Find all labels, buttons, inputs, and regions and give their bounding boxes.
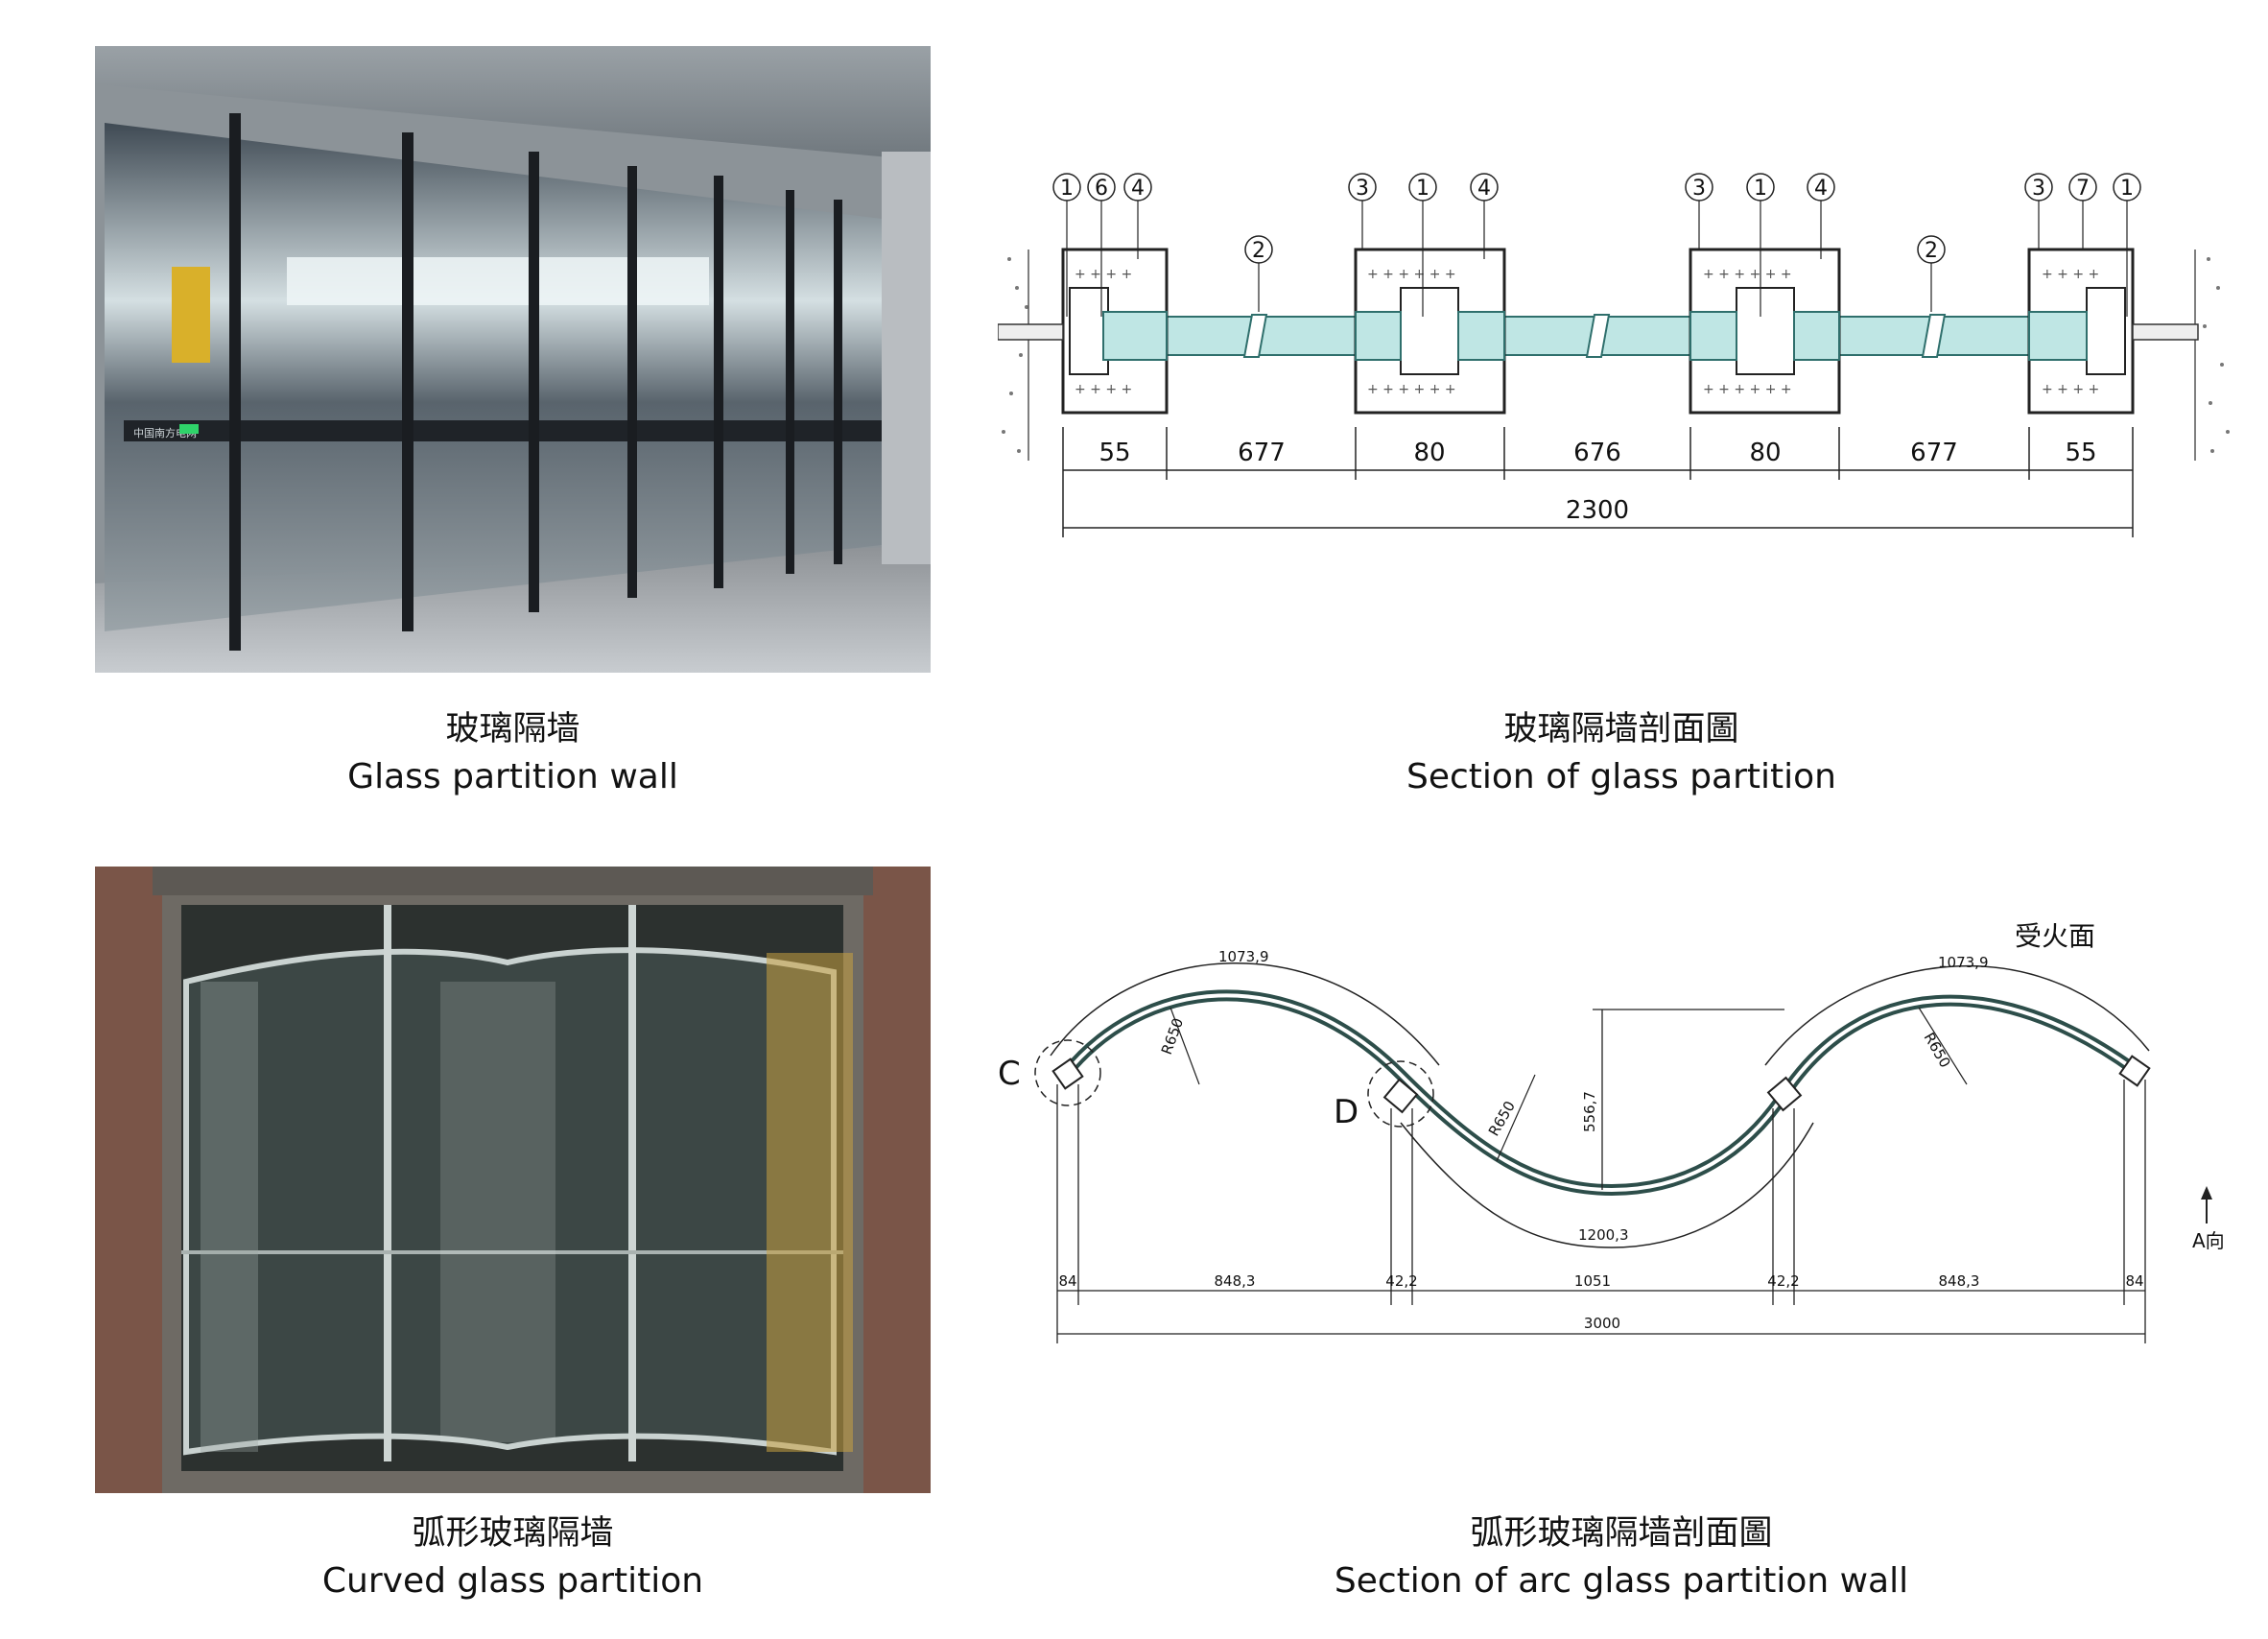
label-d: D: [1334, 1093, 1358, 1131]
svg-text:+ + + +: + + + +: [1075, 382, 1132, 397]
caption-en: Section of glass partition: [1406, 757, 1836, 796]
callout-6: 6: [1095, 177, 1108, 201]
svg-text:+ + + + + +: + + + + + +: [1703, 382, 1792, 397]
dim-overall-2300: 2300: [1566, 496, 1629, 525]
caption-en: Section of arc glass partition wall: [1334, 1561, 1909, 1601]
dim-55-right: 55: [2065, 439, 2096, 467]
callout-4b: 4: [1477, 177, 1491, 201]
callout-3b: 3: [1692, 177, 1706, 201]
caption-zh: 弧形玻璃隔墙剖面圖: [1470, 1514, 1773, 1553]
dim-676: 676: [1573, 439, 1621, 467]
label-c: C: [998, 1055, 1021, 1093]
svg-text:+ + + + + +: + + + + + +: [1367, 382, 1456, 397]
glass-partition-caption: 玻璃隔墙 Glass partition wall: [95, 705, 931, 801]
arc-dim-84-left: 84: [1058, 1272, 1076, 1290]
svg-text:+ + + +: + + + +: [2042, 267, 2099, 282]
glass-section-svg: + + + + + + + + + + + + + + + + + + + + + …: [998, 173, 2230, 537]
callout-4a: 4: [1131, 177, 1145, 201]
curved-glass-photo-graphic: [95, 867, 931, 1493]
height-label: 556,7: [1581, 1091, 1598, 1132]
exit-sign-icon: [172, 267, 210, 363]
svg-text:+ + + +: + + + +: [1075, 267, 1132, 282]
curved-glass-photo: [95, 867, 931, 1493]
svg-text:+ + + + + +: + + + + + +: [1703, 267, 1792, 282]
caption-zh: 玻璃隔墙: [445, 710, 580, 748]
arc-length-bottom: 1200,3: [1578, 1226, 1629, 1244]
arc-length-top-left: 1073,9: [1218, 948, 1269, 965]
callout-2a: 2: [1252, 239, 1265, 263]
callout-4c: 4: [1814, 177, 1828, 201]
green-indicator-icon: [179, 424, 199, 434]
caption-zh: 弧形玻璃隔墙: [412, 1514, 614, 1553]
dim-677-left: 677: [1238, 439, 1286, 467]
callout-3c: 3: [2032, 177, 2045, 201]
detail-circle-d: [1367, 1060, 1434, 1128]
callout-7: 7: [2076, 177, 2090, 201]
arc-section-svg: C D 受火面 A向 1073,9 1073,9 1200,3 R650 R65…: [998, 920, 2225, 1343]
caption-en: Glass partition wall: [347, 757, 678, 796]
fire-side-label: 受火面: [2015, 920, 2095, 952]
detail-circle-c: [1034, 1039, 1101, 1106]
radius-label-1: R650: [1158, 1016, 1187, 1057]
glass-pane: [1160, 316, 2102, 356]
callout-1c: 1: [1754, 177, 1767, 201]
curved-glass-caption: 弧形玻璃隔墙 Curved glass partition: [95, 1509, 931, 1605]
callout-1d: 1: [2120, 177, 2134, 201]
arc-dim-1051: 1051: [1574, 1272, 1611, 1290]
dim-80-left: 80: [1413, 439, 1445, 467]
arc-dim-848-left: 848,3: [1215, 1272, 1256, 1290]
direction-label: A向: [2192, 1229, 2225, 1252]
arc-dim-42-left: 42,2: [1385, 1272, 1417, 1290]
arc-section-caption: 弧形玻璃隔墙剖面圖 Section of arc glass partition…: [1238, 1509, 2005, 1605]
callout-1a: 1: [1060, 177, 1074, 201]
callout-2b: 2: [1925, 239, 1938, 263]
callout-3a: 3: [1356, 177, 1369, 201]
caption-en: Curved glass partition: [321, 1561, 704, 1601]
caption-zh: 玻璃隔墙剖面圖: [1503, 710, 1739, 748]
svg-text:+ + + +: + + + +: [2042, 382, 2099, 397]
glass-section-caption: 玻璃隔墙剖面圖 Section of glass partition: [1238, 705, 2005, 801]
arc-length-top-right: 1073,9: [1938, 954, 1989, 971]
arc-dim-84-right: 84: [2125, 1272, 2143, 1290]
glass-section-drawing: + + + + + + + + + + + + + + + + + + + + + …: [998, 154, 2245, 557]
arc-glass-pane: [1060, 989, 2138, 1197]
dim-55-left: 55: [1099, 439, 1130, 467]
radius-label-3: R650: [1921, 1030, 1954, 1071]
dim-677-right: 677: [1910, 439, 1958, 467]
arc-dim-42-right: 42,2: [1767, 1272, 1799, 1290]
arc-dim-848-right: 848,3: [1939, 1272, 1980, 1290]
glass-partition-photo-graphic: 中国南方电网: [95, 46, 931, 673]
glass-partition-photo: 中国南方电网: [95, 46, 931, 673]
radius-label-2: R650: [1485, 1098, 1519, 1139]
arc-section-drawing: C D 受火面 A向 1073,9 1073,9 1200,3 R650 R65…: [998, 902, 2245, 1363]
callout-1b: 1: [1416, 177, 1429, 201]
svg-text:+ + + + + +: + + + + + +: [1367, 267, 1456, 282]
dim-80-right: 80: [1749, 439, 1781, 467]
wall-concrete-right: [2203, 257, 2230, 453]
wall-concrete-left: [1002, 257, 1028, 453]
arc-dim-overall-3000: 3000: [1584, 1315, 1620, 1332]
